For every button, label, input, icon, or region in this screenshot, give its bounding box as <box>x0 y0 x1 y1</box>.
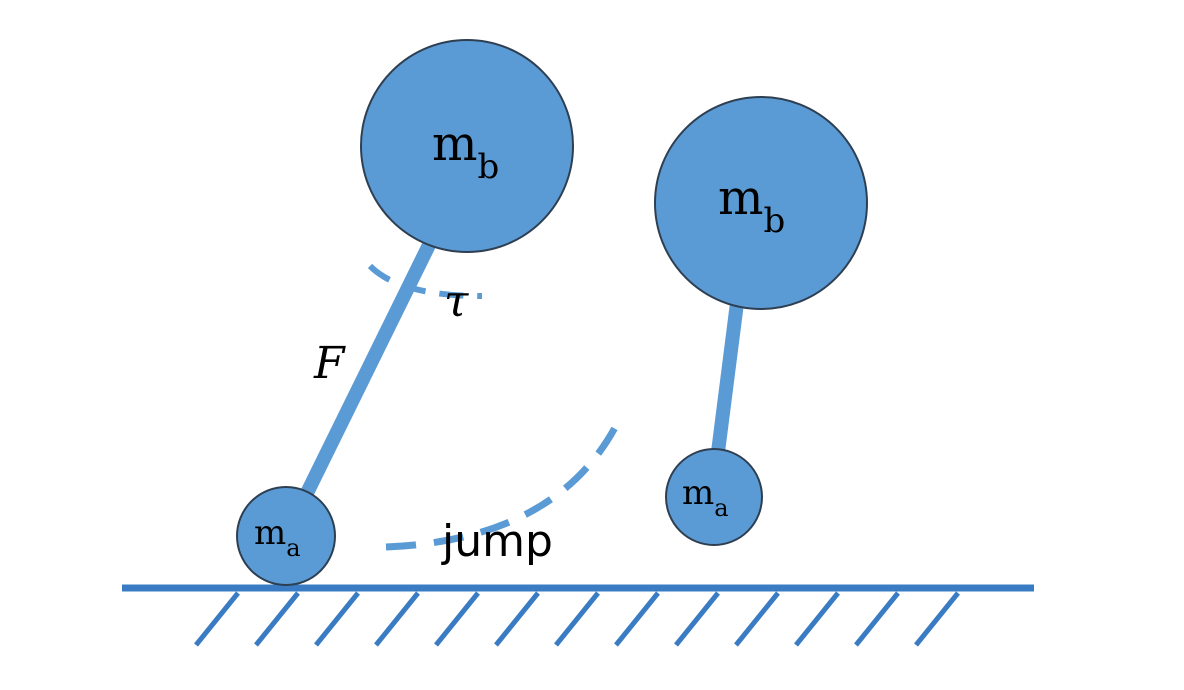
left-foot-mass-label: ma <box>254 513 301 562</box>
hatch-line <box>254 591 300 647</box>
hatch-line <box>734 591 780 647</box>
left-body-mass <box>360 39 574 253</box>
right-body-mass <box>654 96 868 310</box>
right-foot-mass <box>665 448 763 546</box>
hatch-line <box>854 591 900 647</box>
hatch-line <box>434 591 480 647</box>
hatch-line <box>494 591 540 647</box>
mass-subscript: b <box>478 147 500 187</box>
hatch-line <box>374 591 420 647</box>
hatch-line <box>674 591 720 647</box>
mass-symbol: m <box>254 513 286 553</box>
left-foot-mass <box>236 486 336 586</box>
right-body-mass-label: mb <box>718 170 785 241</box>
hatch-line <box>914 591 960 647</box>
left-body-mass-label: mb <box>432 116 499 187</box>
mass-subscript: b <box>764 201 786 241</box>
mass-symbol: m <box>682 473 714 513</box>
right-leg <box>711 302 744 453</box>
mass-subscript: a <box>714 494 728 522</box>
ground-hatching <box>194 591 960 647</box>
torque-label: τ <box>444 276 469 327</box>
right-foot-mass-label: ma <box>682 473 729 522</box>
mass-symbol: m <box>432 116 478 172</box>
mass-subscript: a <box>286 534 300 562</box>
hatch-line <box>554 591 600 647</box>
hatch-line <box>794 591 840 647</box>
force-label: F <box>313 338 346 389</box>
hatch-line <box>614 591 660 647</box>
left-leg <box>298 239 437 501</box>
mass-symbol: m <box>718 170 764 226</box>
jump-trajectory-arc <box>385 416 624 551</box>
jump-label: jump <box>441 516 553 567</box>
hatch-line <box>194 591 240 647</box>
hatch-line <box>314 591 360 647</box>
